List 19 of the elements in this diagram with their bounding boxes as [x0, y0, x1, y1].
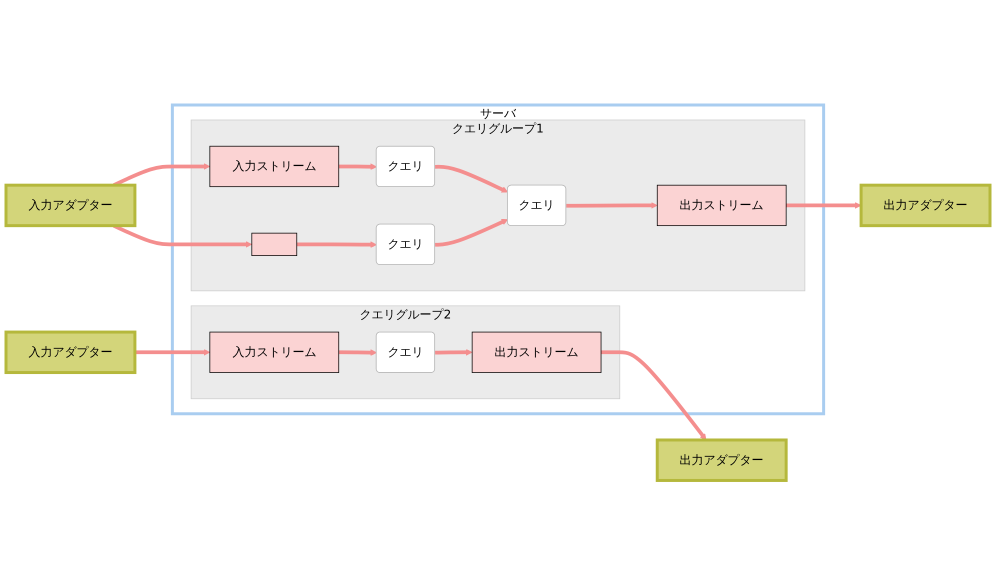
- node-box: 出力アダプター: [656, 438, 788, 482]
- arrow: [435, 349, 472, 356]
- arrow: [601, 350, 706, 441]
- arrow: [134, 349, 210, 356]
- node-box: 出力ストリーム: [656, 185, 787, 226]
- arrow: [296, 242, 377, 248]
- arrow: [338, 350, 377, 356]
- arrow: [435, 165, 508, 193]
- arrow: [435, 219, 508, 247]
- node-box: 入力ストリーム: [209, 332, 340, 374]
- node-box: 出力アダプター: [860, 184, 992, 228]
- node-box: 入力アダプター: [4, 330, 136, 374]
- node-box: 出力ストリーム: [472, 332, 602, 374]
- node-box: [251, 233, 298, 256]
- arrow: [566, 202, 658, 209]
- arrow: [786, 202, 862, 209]
- node-box: 入力アダプター: [4, 184, 136, 228]
- arrow: [338, 164, 377, 170]
- node-box: 入力ストリーム: [209, 146, 340, 188]
